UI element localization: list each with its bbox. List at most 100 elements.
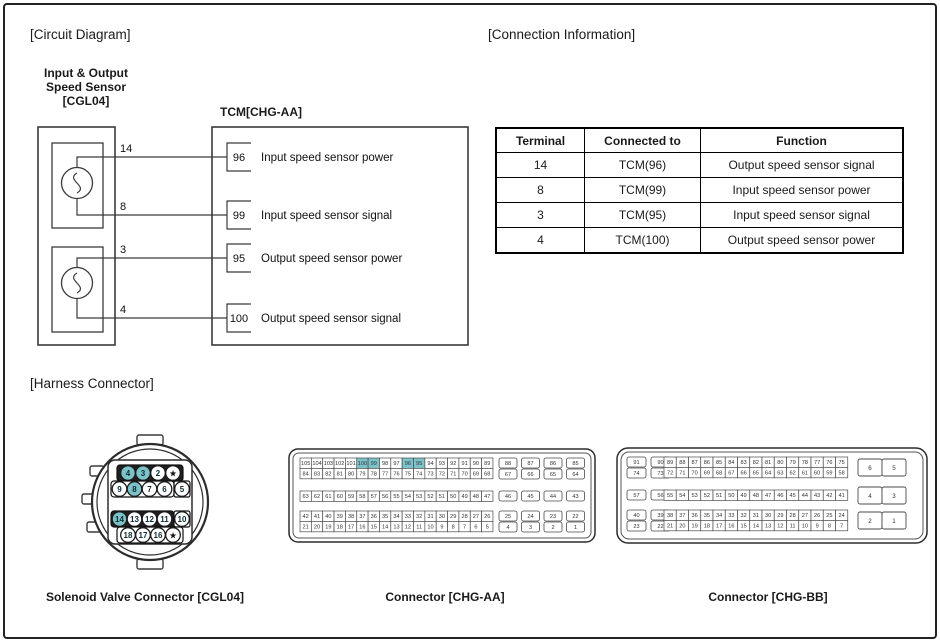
tcm-pin-number: 100 (230, 313, 248, 325)
svg-text:69: 69 (473, 472, 479, 478)
svg-text:57: 57 (633, 493, 639, 499)
svg-text:45: 45 (527, 494, 533, 500)
svg-text:32: 32 (741, 513, 747, 519)
svg-text:58: 58 (359, 494, 365, 500)
svg-text:59: 59 (348, 494, 354, 500)
table-cell: TCM(96) (584, 152, 701, 178)
svg-text:35: 35 (704, 513, 710, 519)
svg-text:86: 86 (550, 461, 556, 467)
svg-text:65: 65 (753, 471, 759, 477)
svg-text:40: 40 (325, 514, 331, 520)
pin-cell (835, 489, 849, 501)
pin-number: 7 (147, 485, 152, 494)
table-cell: 4 (495, 227, 585, 254)
svg-text:33: 33 (728, 513, 734, 519)
svg-text:43: 43 (814, 493, 820, 499)
svg-text:38: 38 (348, 514, 354, 520)
svg-text:33: 33 (405, 514, 411, 520)
svg-text:80: 80 (777, 460, 783, 466)
speed-sensor-symbol (51, 142, 104, 229)
star-pin-icon: ★ (169, 531, 177, 541)
svg-text:49: 49 (461, 494, 467, 500)
svg-text:88: 88 (505, 461, 511, 467)
svg-text:57: 57 (371, 494, 377, 500)
svg-text:54: 54 (405, 494, 411, 500)
svg-text:74: 74 (416, 472, 422, 478)
pin-box (566, 510, 585, 522)
svg-text:68: 68 (716, 471, 722, 477)
svg-text:1: 1 (892, 518, 896, 525)
svg-text:2: 2 (868, 518, 872, 525)
svg-text:17: 17 (716, 524, 722, 530)
connector-label-cgl04: Solenoid Valve Connector [CGL04] (45, 590, 245, 604)
connector-pin: 14 (111, 511, 128, 527)
svg-text:69: 69 (704, 471, 710, 477)
pin-box (498, 521, 518, 533)
svg-text:89: 89 (484, 461, 490, 467)
connector-pin: 6 (156, 481, 173, 497)
pin-number: 16 (154, 531, 163, 540)
svg-text:6: 6 (868, 465, 872, 472)
svg-text:16: 16 (359, 525, 365, 531)
svg-text:60: 60 (337, 494, 343, 500)
svg-text:32: 32 (416, 514, 422, 520)
svg-text:53: 53 (416, 494, 422, 500)
svg-text:7: 7 (463, 525, 466, 531)
svg-text:13: 13 (393, 525, 399, 531)
table-cell: Output speed sensor power (700, 227, 904, 254)
svg-text:67: 67 (728, 471, 734, 477)
svg-text:79: 79 (790, 460, 796, 466)
svg-text:9: 9 (816, 524, 819, 530)
svg-text:36: 36 (371, 514, 377, 520)
svg-text:12: 12 (405, 525, 411, 531)
svg-text:19: 19 (692, 524, 698, 530)
svg-text:96: 96 (405, 461, 411, 467)
svg-text:31: 31 (427, 514, 433, 520)
svg-text:61: 61 (802, 471, 808, 477)
svg-text:75: 75 (405, 472, 411, 478)
pin-box (521, 510, 540, 522)
svg-text:79: 79 (359, 472, 365, 478)
table-row: 4 TCM(100) Output speed sensor power (495, 227, 904, 254)
svg-text:10: 10 (802, 524, 808, 530)
svg-text:90: 90 (473, 461, 479, 467)
svg-text:3: 3 (529, 525, 532, 531)
pin-number: 2 (156, 469, 161, 478)
sensor-label: Input & Output Speed Sensor [CGL04] (25, 66, 147, 108)
connector-pin: 4 (120, 465, 136, 481)
svg-text:2: 2 (551, 525, 554, 531)
pin-box (626, 520, 647, 532)
svg-text:44: 44 (802, 493, 808, 499)
svg-text:29: 29 (777, 513, 783, 519)
svg-text:11: 11 (790, 524, 796, 530)
svg-text:59: 59 (826, 471, 832, 477)
svg-text:76: 76 (826, 460, 832, 466)
pin-box (498, 457, 518, 469)
svg-text:72: 72 (667, 471, 673, 477)
svg-text:23: 23 (550, 514, 556, 520)
svg-text:101: 101 (346, 461, 355, 467)
svg-text:56: 56 (657, 493, 663, 499)
connector-label-chg-bb: Connector [CHG-BB] (708, 590, 828, 604)
svg-text:43: 43 (572, 494, 578, 500)
pin-number: 13 (130, 515, 139, 524)
connector-pin: 18 (120, 527, 136, 543)
svg-text:62: 62 (790, 471, 796, 477)
svg-text:93: 93 (439, 461, 445, 467)
svg-text:63: 63 (303, 494, 309, 500)
pin-box (881, 458, 907, 477)
pin-box (566, 490, 585, 502)
svg-text:35: 35 (382, 514, 388, 520)
svg-text:104: 104 (312, 461, 321, 467)
svg-text:67: 67 (505, 472, 511, 478)
svg-text:66: 66 (527, 472, 533, 478)
tcm-pin-function: Input speed sensor power (261, 152, 394, 164)
svg-text:49: 49 (741, 493, 747, 499)
svg-text:29: 29 (450, 514, 456, 520)
svg-text:52: 52 (427, 494, 433, 500)
svg-text:87: 87 (527, 461, 533, 467)
svg-text:26: 26 (814, 513, 820, 519)
svg-text:37: 37 (679, 513, 685, 519)
